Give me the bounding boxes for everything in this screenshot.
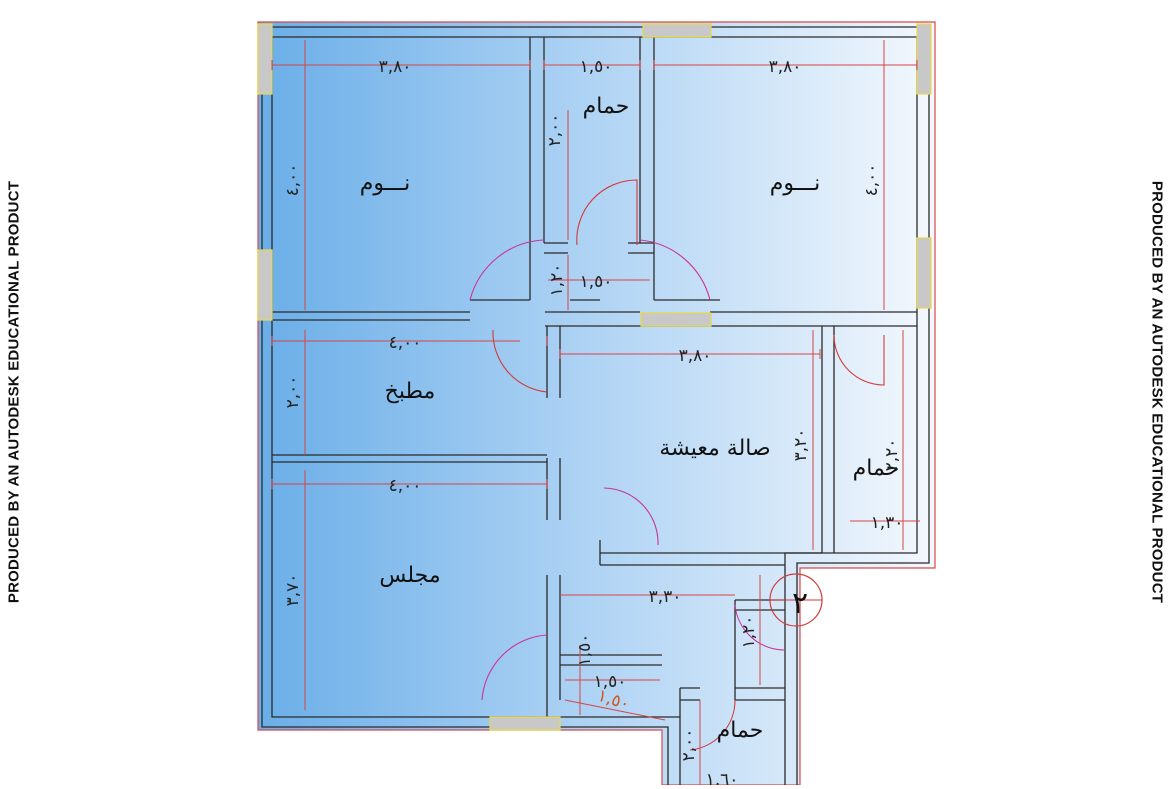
room-label-bath-right: حمام — [853, 456, 900, 481]
room-label-majlis: مجلس — [379, 563, 440, 588]
room-label-bedroom-right: نـــوم — [770, 171, 820, 196]
room-label-kitchen: مطبخ — [385, 379, 436, 404]
dim-bath-top-w: ١,٥٠ — [580, 57, 613, 77]
dim-bath-bottom-h: ٢,٠٠ — [679, 729, 699, 762]
windows — [257, 23, 932, 731]
dim-bath-bottom-w: ١,٦٠ — [706, 770, 739, 785]
dim-majlis-w: ٤,٠٠ — [389, 476, 422, 496]
dim-corridor-h: ١,٢٠ — [547, 264, 567, 297]
dim-bath-right-h: ٢,٢٠ — [882, 439, 902, 472]
dimension-lines — [272, 40, 920, 785]
dim-bed-right-h: ٤,٠٠ — [862, 164, 882, 197]
dim-bath-top-h: ٢,٠٠ — [545, 114, 565, 147]
section-marker-number: ٢ — [792, 586, 808, 621]
room-label-living: صالة معيشة — [659, 436, 770, 461]
dimension-ticks — [271, 60, 918, 489]
dim-living-h: ٣,٢٠ — [791, 429, 811, 462]
room-label-bedroom-left: نـــوم — [360, 171, 410, 196]
dim-stair-w: ١,٥٠ — [594, 672, 627, 692]
dim-entry-w: ٣,٣٠ — [649, 587, 682, 607]
dim-entry-h: ١,٢٠ — [739, 616, 759, 649]
room-labels: نـــوم نـــوم حمام مطبخ صالة معيشة حمام … — [360, 94, 900, 743]
watermark-right: PRODUCED BY AN AUTODESK EDUCATIONAL PROD… — [1148, 180, 1166, 604]
dim-bed-right-w: ٣,٨٠ — [769, 57, 802, 77]
interior-walls — [272, 37, 917, 717]
dim-majlis-h: ٣,٧٠ — [283, 574, 303, 607]
room-label-bath-bottom: حمام — [717, 718, 764, 743]
door-swings — [469, 179, 885, 751]
dim-bath-right-w: ١,٣٠ — [871, 513, 904, 533]
dim-kitchen-h: ٢,٠٠ — [283, 376, 303, 409]
dim-living-w: ٣,٨٠ — [679, 346, 712, 366]
dim-bed-left-w: ٣,٨٠ — [379, 57, 412, 77]
dim-kitchen-w: ٤,٠٠ — [389, 333, 422, 353]
room-label-bath-top: حمام — [583, 94, 630, 119]
dim-bed-left-h: ٤,٠٠ — [283, 164, 303, 197]
watermark-left: PRODUCED BY AN AUTODESK EDUCATIONAL PROD… — [5, 180, 23, 604]
dimension-labels: ٣,٨٠ ١,٥٠ ٣,٨٠ ٢,٠٠ ٤,٠٠ ٤,٠٠ ١,٥٠ ١,٢٠ … — [283, 57, 904, 789]
dim-stair-h: ١,٥٠ — [575, 634, 595, 667]
dim-corridor-w: ١,٥٠ — [580, 272, 613, 292]
